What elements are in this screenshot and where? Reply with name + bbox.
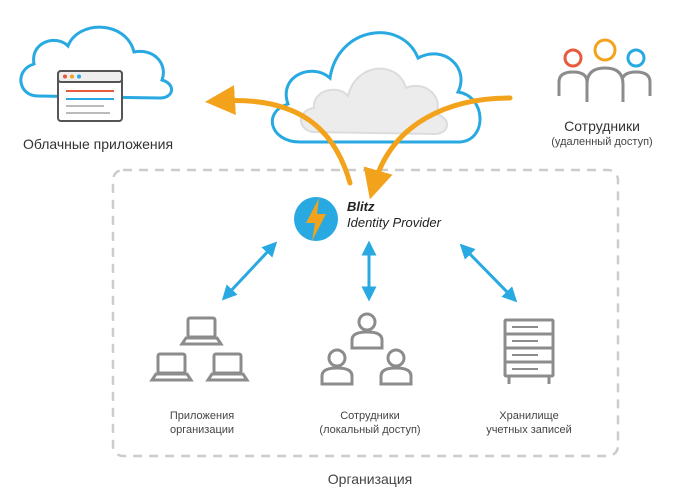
laptop-icon <box>205 352 250 382</box>
double-arrow-icon <box>459 243 518 303</box>
local-employees-line1: Сотрудники <box>340 410 400 422</box>
local-employees-line2: (локальный доступ) <box>319 423 421 436</box>
provider-name: Blitz <box>347 199 375 214</box>
cloud-apps-text: Облачные приложения <box>22 136 174 152</box>
browser-window-icon <box>57 70 123 122</box>
remote-access-text: (удаленный доступ) <box>551 135 653 148</box>
provider-brand: Blitz Identity Provider <box>347 199 441 231</box>
provider-subtitle: Identity Provider <box>347 215 441 230</box>
person-icon <box>320 348 354 386</box>
internet-cloud-icon <box>270 31 482 144</box>
arrow-to-cloud-apps <box>205 85 353 186</box>
people-group-icon <box>557 38 652 102</box>
cloud-apps-label: Облачные приложения <box>0 136 196 154</box>
storage-label: Хранилище учетных записей <box>464 410 594 438</box>
organization-label: Организация <box>300 471 440 489</box>
org-apps-label: Приложения организации <box>140 410 264 438</box>
org-apps-line2: организации <box>169 423 235 436</box>
remote-employees-text: Сотрудники <box>564 118 640 134</box>
double-arrow-icon <box>221 241 278 301</box>
arrow-from-remote-employees <box>363 95 513 200</box>
local-employees-label: Сотрудники (локальный доступ) <box>296 410 444 438</box>
laptop-icon <box>149 352 194 382</box>
organization-text: Организация <box>327 471 413 487</box>
person-icon <box>350 312 384 350</box>
laptop-icon <box>179 316 224 346</box>
storage-line1: Хранилище <box>499 410 559 422</box>
server-rack-icon <box>503 318 555 384</box>
storage-line2: учетных записей <box>486 423 572 436</box>
person-icon <box>379 348 413 386</box>
lightning-logo-icon <box>294 197 338 241</box>
remote-employees-label: Сотрудники (удаленный доступ) <box>528 118 676 149</box>
org-apps-line1: Приложения <box>169 410 235 422</box>
